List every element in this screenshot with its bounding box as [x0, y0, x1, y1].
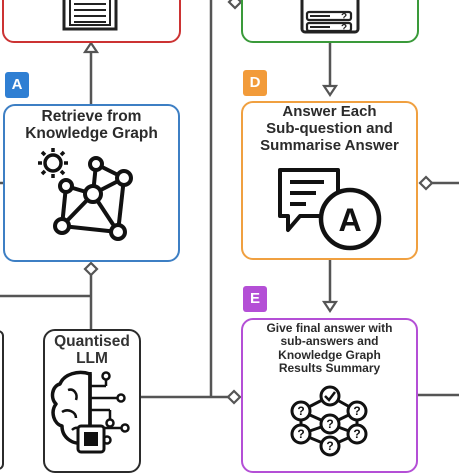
partial-left-box — [0, 330, 4, 470]
svg-text:?: ? — [326, 439, 333, 453]
llm-title-line1: Quantised — [54, 333, 130, 350]
knowledge-graph-icon — [38, 148, 133, 241]
answer-icon-letter: A — [338, 202, 361, 238]
final-title-line4: Results Summary — [278, 361, 381, 376]
svg-text:?: ? — [297, 427, 304, 441]
answer-title-line3: Summarise Answer — [260, 136, 399, 154]
arrowhead-into-doc — [82, 41, 100, 54]
badge-answer: D — [243, 70, 267, 96]
diamond-final-left — [226, 389, 242, 405]
svg-text:?: ? — [341, 12, 347, 23]
final-title-line3: Knowledge Graph — [278, 347, 381, 362]
diamond-answer-right — [418, 175, 434, 191]
arrowhead-into-final — [321, 300, 339, 313]
question-network-icon: ? ? ? ? ? ? — [290, 385, 368, 457]
diamond-top-trunk — [227, 0, 243, 10]
llm-title: Quantised LLM — [43, 333, 141, 368]
final-title: Give final answer with sub-answers and K… — [241, 321, 418, 376]
answer-chat-icon: A — [278, 168, 382, 251]
retrieve-title-line1: Retrieve from — [41, 108, 142, 125]
diamond-retrieve-bottom — [83, 261, 99, 277]
llm-title-line2: LLM — [76, 350, 108, 368]
answer-title-line1: Answer Each — [282, 103, 377, 120]
retrieve-title-line2: Knowledge Graph — [25, 125, 158, 143]
brain-circuit-icon — [50, 370, 130, 454]
svg-text:?: ? — [341, 23, 347, 34]
svg-text:?: ? — [353, 427, 360, 441]
badge-retrieve: A — [5, 72, 29, 98]
badge-final: E — [243, 286, 267, 312]
question-list-icon: ? ? — [300, 0, 360, 34]
retrieve-title: Retrieve from Knowledge Graph — [3, 108, 180, 143]
arrowhead-into-answer — [321, 84, 339, 97]
svg-text:?: ? — [353, 404, 360, 418]
answer-title-line2: Sub-question and — [266, 119, 393, 137]
answer-title: Answer Each Sub-question and Summarise A… — [241, 103, 418, 154]
svg-text:?: ? — [326, 417, 333, 431]
retrieve-box — [3, 104, 180, 262]
final-title-line2: sub-answers and — [280, 334, 379, 349]
final-title-line1: Give final answer with — [266, 321, 393, 335]
svg-text:?: ? — [297, 404, 304, 418]
document-icon — [62, 0, 118, 31]
flow-connectors — [0, 0, 459, 405]
